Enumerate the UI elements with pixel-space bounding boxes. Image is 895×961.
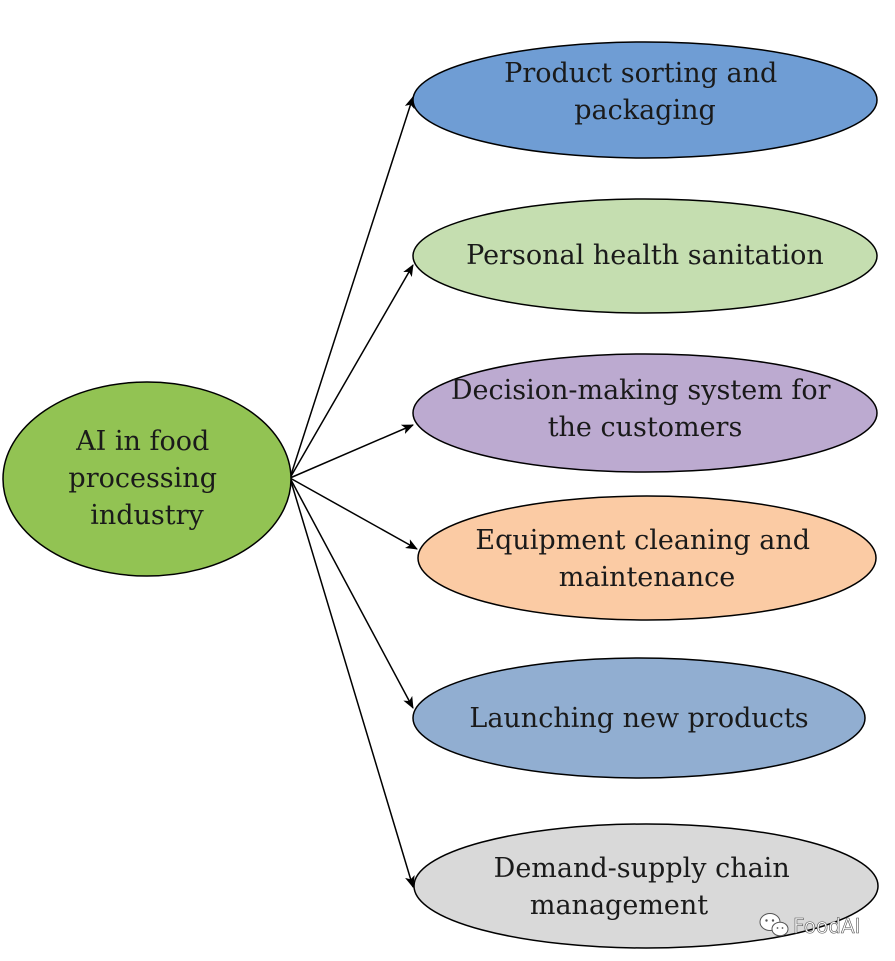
target-node-shape — [417, 495, 877, 621]
center-node-shape — [2, 381, 292, 577]
watermark-text: FoodAI — [793, 914, 861, 938]
target-node-equipment-cleaning: Equipment cleaning and maintenance — [417, 495, 877, 621]
target-node-line: Decision-making system for — [451, 375, 831, 406]
wechat-icon — [759, 913, 789, 937]
target-node-line: Product sorting and — [504, 58, 777, 89]
target-node-line: management — [530, 890, 708, 921]
target-node-personal-health: Personal health sanitation — [412, 198, 878, 314]
center-node: AI in food processing industry — [2, 381, 292, 577]
target-node-line: Equipment cleaning and — [475, 525, 810, 556]
target-node-launching-products: Launching new products — [412, 657, 866, 779]
center-node-line-1: AI in food — [75, 426, 209, 457]
arrow-to-product-sorting — [289, 96, 415, 479]
target-node-line: Personal health sanitation — [466, 240, 824, 271]
center-node-line-2: processing — [68, 463, 217, 494]
svg-text:Launching new products: Launching new products — [469, 703, 808, 734]
arrow-to-equipment-cleaning — [289, 477, 418, 550]
target-node-line: maintenance — [559, 562, 736, 593]
target-node-shape — [412, 198, 878, 314]
arrow-to-demand-supply — [289, 477, 415, 888]
watermark: FoodAI — [759, 913, 861, 938]
target-node-product-sorting: Product sorting and packaging — [412, 41, 878, 159]
svg-text:AI in food processing: AI in food processing industry — [68, 426, 225, 531]
target-node-shape — [412, 41, 878, 159]
svg-text:Product sorting and pack: Product sorting and packaging — [504, 58, 786, 126]
svg-text:Personal health sanitation: Personal health sanitation — [466, 240, 824, 271]
arrows-group — [289, 96, 418, 888]
arrow-to-personal-health — [289, 264, 414, 479]
target-node-line: Demand-supply chain — [494, 853, 790, 884]
target-node-shape — [412, 657, 866, 779]
arrow-to-decision-making — [289, 424, 414, 479]
target-node-shape — [412, 353, 878, 473]
svg-text:Equipment cleaning and m: Equipment cleaning and maintenance — [475, 525, 818, 593]
target-node-line: Launching new products — [469, 703, 808, 734]
target-node-line: the customers — [548, 412, 743, 443]
svg-text:Decision-making system for: Decision-making system for the customers — [451, 375, 839, 443]
target-node-decision-making: Decision-making system for the customers — [412, 353, 878, 473]
center-node-line-3: industry — [90, 500, 204, 531]
target-node-line: packaging — [574, 95, 716, 126]
svg-text:Demand-supply chain mana: Demand-supply chain management — [494, 853, 799, 921]
arrow-to-launching-products — [289, 477, 414, 709]
